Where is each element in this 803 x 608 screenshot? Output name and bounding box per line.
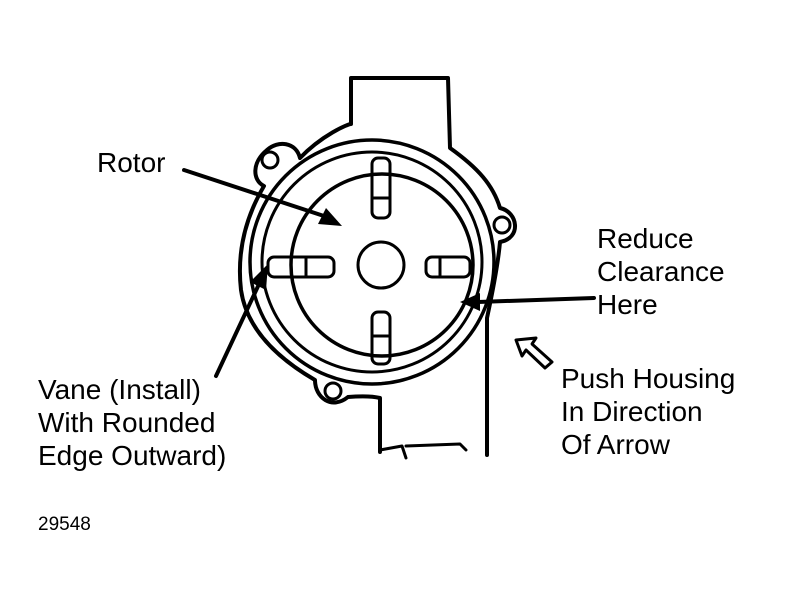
housing-bottom-lip <box>378 442 468 460</box>
push-housing-line-2: In Direction <box>561 396 703 427</box>
vane-leader-arrow <box>214 264 268 378</box>
housing-outline <box>237 76 517 457</box>
reduce-clearance-line-2: Clearance <box>597 256 725 287</box>
bolt-hole-lower-left <box>323 381 343 401</box>
push-housing-label: Push Housing In Direction Of Arrow <box>561 362 735 461</box>
reduce-clearance-line-3: Here <box>597 289 658 320</box>
vane-label-line-3: Edge Outward) <box>38 440 227 471</box>
cam-ring-inner <box>260 150 484 374</box>
vane-label: Vane (Install) With Rounded Edge Outward… <box>38 373 226 472</box>
rotor-label: Rotor <box>97 146 165 179</box>
vane-right <box>424 255 472 279</box>
vane-bottom <box>370 310 392 366</box>
push-housing-line-3: Of Arrow <box>561 429 670 460</box>
push-direction-arrow <box>514 336 554 370</box>
reduce-clearance-line-1: Reduce <box>597 223 694 254</box>
reduce-clearance-label: Reduce Clearance Here <box>597 222 725 321</box>
vane-left <box>266 255 336 279</box>
clearance-leader-arrow <box>460 293 596 311</box>
bolt-hole-right <box>492 215 512 235</box>
vane-label-line-1: Vane (Install) <box>38 374 201 405</box>
cam-ring-outer <box>248 138 496 386</box>
vane-top <box>370 156 392 220</box>
figure-number: 29548 <box>38 514 91 535</box>
rotor-label-line-1: Rotor <box>97 147 166 178</box>
rotor-body <box>289 172 475 358</box>
rotor-leader-arrow <box>182 168 342 226</box>
vane-label-line-2: With Rounded <box>38 407 216 438</box>
push-housing-line-1: Push Housing <box>561 363 736 394</box>
bolt-hole-upper-left <box>260 150 280 170</box>
rotor-hub <box>356 240 406 290</box>
